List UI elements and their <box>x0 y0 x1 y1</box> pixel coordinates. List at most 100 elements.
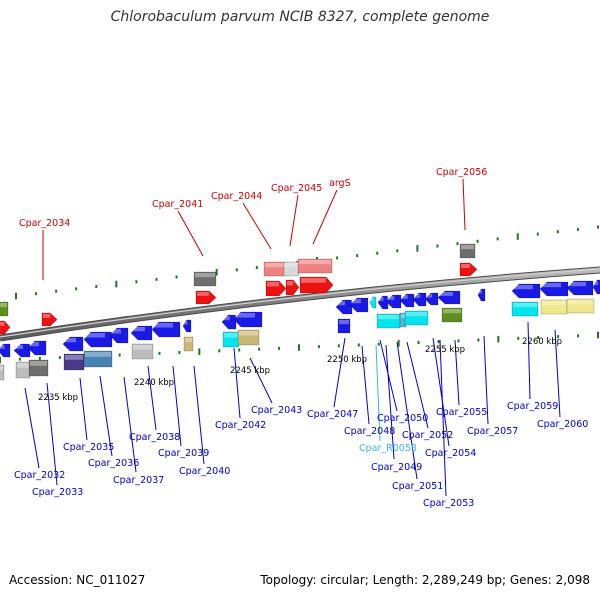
gene-label-reverse: Cpar_2037 <box>113 475 164 486</box>
khaki-feature-shine <box>185 338 192 343</box>
red-arrow-shine <box>287 281 294 286</box>
cyan-feature <box>511 301 539 317</box>
khaki-feature <box>237 329 260 346</box>
olive-feature <box>0 301 9 317</box>
blue-arrow <box>412 292 427 307</box>
gene-label-reverse: Cpar_2038 <box>129 432 180 443</box>
blue-feature <box>337 318 351 334</box>
blue-arrow <box>477 288 486 302</box>
pale-feature-shine <box>568 300 593 305</box>
leader-line <box>439 339 447 497</box>
red-arrow-shine <box>301 278 326 283</box>
gene-label-reverse: Cpar_2054 <box>425 448 476 459</box>
cyan-feature-shine <box>406 312 427 317</box>
blue-arrow <box>424 292 439 306</box>
pale-feature-shine <box>542 301 566 306</box>
scale-label: 2235 kbp <box>38 393 78 403</box>
gene-label-reverse: Cpar_2042 <box>215 420 266 431</box>
blue-arrow-shine <box>184 321 188 325</box>
leader-line <box>385 344 395 460</box>
leader-line <box>24 387 40 469</box>
red-arrow <box>195 290 217 305</box>
blue-arrow-shine <box>594 281 598 286</box>
blue-arrow <box>27 340 47 356</box>
blue-arrow-shine <box>223 316 230 321</box>
blue-arrow <box>151 321 181 338</box>
red-arrow-shine <box>0 322 5 326</box>
gray-feature <box>131 343 154 360</box>
red-arrow-shine <box>197 292 209 296</box>
salmon-feature <box>297 258 333 274</box>
topology-label: Topology: circular; Length: 2,289,249 bp… <box>260 573 590 587</box>
gene-label-forward: Cpar_2045 <box>271 183 322 194</box>
blue-arrow <box>0 343 11 358</box>
blue-arrow-shine <box>379 297 384 301</box>
gene-label-reverse: Cpar_2057 <box>467 426 518 437</box>
gray-feature <box>459 243 476 259</box>
leader-line <box>406 341 429 429</box>
khaki-feature-shine <box>239 331 258 336</box>
blue-arrow <box>385 294 402 309</box>
khaki-feature <box>183 336 194 352</box>
blue-arrow-shine <box>64 338 76 343</box>
leader-line <box>312 189 338 245</box>
blue-arrow <box>221 314 237 330</box>
gray-feature-shine <box>30 361 47 366</box>
gene-label-forward: Cpar_2041 <box>152 199 203 210</box>
gene-label-reverse: Cpar_2051 <box>392 481 443 492</box>
blue-arrow-shine <box>414 294 421 298</box>
leader-line <box>242 202 272 250</box>
gene-label-reverse: Cpar_2035 <box>63 442 114 453</box>
cyan-feature-shine <box>401 314 405 319</box>
blue-arrow-shine <box>153 323 173 328</box>
leader-line <box>375 344 381 442</box>
backbone-line <box>0 267 600 341</box>
red-arrow <box>299 276 334 294</box>
blue-arrow-shine <box>426 294 433 298</box>
gene-label-reverse: Cpar_2052 <box>402 430 453 441</box>
blue-arrow-shine <box>132 327 145 332</box>
steel-feature <box>83 350 113 368</box>
map-title: Chlorobaculum parvum NCIB 8327, complete… <box>110 9 490 25</box>
cyan-feature-shine <box>224 333 238 338</box>
leader-line <box>432 337 450 447</box>
blue-arrow <box>233 311 263 328</box>
leader-line <box>483 335 489 425</box>
red-arrow-shine <box>43 314 51 318</box>
gene-label-reverse: Cpar_2059 <box>507 401 558 412</box>
leader-line <box>554 329 561 418</box>
leader-line <box>454 339 460 406</box>
gray-feature-shine <box>0 366 3 371</box>
backbone-highlight <box>0 268 600 338</box>
steel-feature-shine <box>85 352 111 357</box>
blue-arrow <box>437 290 461 305</box>
leader-line <box>193 365 205 465</box>
blue-arrow-shine <box>15 345 23 349</box>
leader-line <box>462 178 466 231</box>
rna-arrow <box>369 296 377 309</box>
gray-feature-shine <box>17 363 29 368</box>
accession-label: Accession: NC_011027 <box>9 573 146 587</box>
navy-feature-shine <box>65 355 83 360</box>
red-arrow-shine <box>461 264 470 268</box>
blue-arrow-shine <box>351 299 361 304</box>
blue-arrow <box>109 327 129 344</box>
leader-line <box>379 339 398 412</box>
leader-line <box>527 321 531 400</box>
cyan-feature-shine <box>378 315 399 320</box>
backbone <box>0 266 600 342</box>
scale-label: 2260 kbp <box>522 337 562 347</box>
gene-label-reverse: Cpar_2050 <box>377 413 428 424</box>
blue-arrow-shine <box>85 333 105 338</box>
blue-arrow <box>377 295 389 310</box>
gene-label-reverse: Cpar_2053 <box>423 498 474 509</box>
gene-label-reverse: Cpar_2040 <box>179 466 230 477</box>
blue-arrow <box>349 297 369 313</box>
olive-feature <box>441 307 463 323</box>
red-arrow <box>265 280 287 297</box>
gene-label-reverse: Cpar_2043 <box>251 405 302 416</box>
gene-features <box>0 243 600 381</box>
red-arrow <box>41 312 58 327</box>
gene-label-reverse: Cpar_2060 <box>537 419 588 430</box>
